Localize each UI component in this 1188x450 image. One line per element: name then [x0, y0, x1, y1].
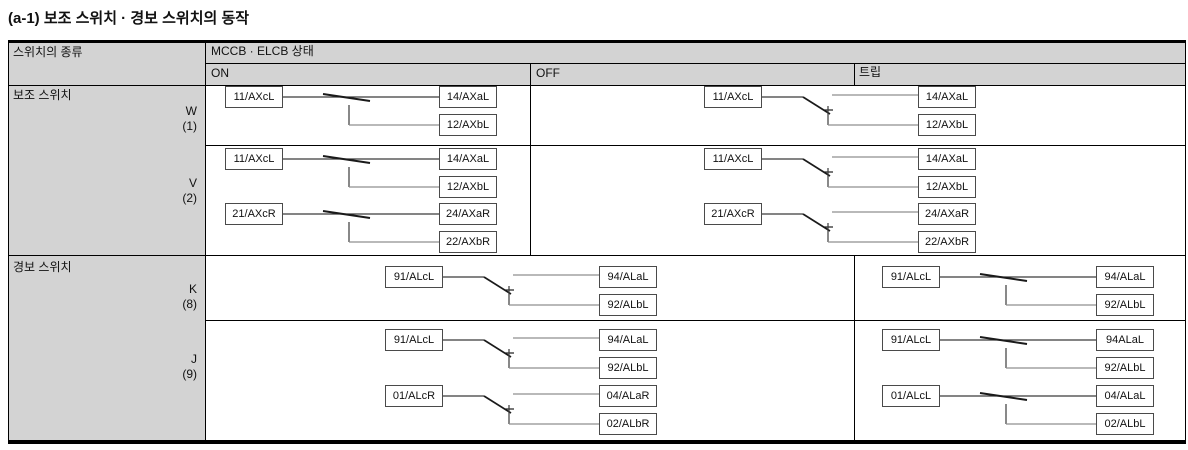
row-label-v: V — [188, 176, 197, 190]
contact-box-common: 11/AXcL — [225, 86, 283, 108]
grid-line — [8, 255, 1186, 256]
contact-box-b-contact: 22/AXbR — [918, 231, 976, 253]
contact-box-b-contact: 92/ALbL — [599, 294, 657, 316]
contact-box-b-contact: 12/AXbL — [918, 114, 976, 136]
contact-box-common: 11/AXcL — [704, 148, 762, 170]
contact-box-a-contact: 04/ALaL — [1096, 385, 1154, 407]
state-header-on: ON — [211, 66, 229, 80]
grid-line — [8, 85, 1186, 86]
row-label-w: W — [185, 104, 197, 118]
contact-box-a-contact: 04/ALaR — [599, 385, 657, 407]
header-background — [8, 40, 1186, 85]
contact-box-common: 91/ALcL — [385, 329, 443, 351]
contact-box-a-contact: 24/AXaR — [918, 203, 976, 225]
contact-box-a-contact: 94/ALaL — [599, 266, 657, 288]
contact-box-common: 01/ALcR — [385, 385, 443, 407]
row-sub-k: (8) — [182, 297, 197, 311]
row-sub-j: (9) — [182, 367, 197, 381]
grid-line — [205, 145, 1186, 146]
contact-box-common: 91/ALcL — [882, 266, 940, 288]
contact-box-common: 21/AXcR — [225, 203, 283, 225]
contact-box-a-contact: 14/AXaL — [439, 86, 497, 108]
grid-line — [205, 63, 1186, 64]
contact-box-a-contact: 14/AXaL — [918, 86, 976, 108]
row-label-j: J — [191, 352, 197, 366]
table-top-border — [8, 40, 1186, 43]
contact-box-common: 11/AXcL — [704, 86, 762, 108]
status-header: MCCB · ELCB 상태 — [211, 44, 314, 58]
contact-box-b-contact: 02/ALbR — [599, 413, 657, 435]
contact-box-b-contact: 22/AXbR — [439, 231, 497, 253]
contact-box-a-contact: 14/AXaL — [918, 148, 976, 170]
page-title: (a-1) 보조 스위치 · 경보 스위치의 동작 — [8, 10, 250, 27]
contact-box-b-contact: 02/ALbL — [1096, 413, 1154, 435]
contact-box-a-contact: 94ALaL — [1096, 329, 1154, 351]
grid-line — [854, 63, 855, 85]
section-label-alarm-switch: 경보 스위치 — [13, 260, 72, 274]
contact-box-common: 21/AXcR — [704, 203, 762, 225]
section-label-auxiliary-switch: 보조 스위치 — [13, 88, 72, 102]
contact-box-b-contact: 12/AXbL — [439, 176, 497, 198]
grid-line — [854, 255, 855, 440]
state-header-off: OFF — [536, 66, 560, 80]
contact-box-a-contact: 14/AXaL — [439, 148, 497, 170]
left-column-background — [8, 85, 205, 440]
row-sub-w: (1) — [182, 119, 197, 133]
table-right-border — [1185, 40, 1186, 440]
contact-box-common: 91/ALcL — [882, 329, 940, 351]
contact-box-common: 01/ALcL — [882, 385, 940, 407]
contact-box-a-contact: 24/AXaR — [439, 203, 497, 225]
state-header-trip: 트립 — [859, 65, 882, 79]
table-bottom-border — [8, 440, 1186, 444]
row-sub-v: (2) — [182, 191, 197, 205]
grid-line — [205, 40, 206, 440]
contact-box-a-contact: 94/ALaL — [599, 329, 657, 351]
grid-line — [530, 63, 531, 255]
table-left-border — [8, 40, 9, 440]
row-label-k: K — [188, 282, 197, 296]
contact-box-b-contact: 92/ALbL — [1096, 357, 1154, 379]
contact-box-b-contact: 92/ALbL — [599, 357, 657, 379]
grid-line — [205, 320, 1186, 321]
contact-box-a-contact: 94/ALaL — [1096, 266, 1154, 288]
type-column-header: 스위치의 종류 — [13, 45, 83, 59]
contact-box-b-contact: 12/AXbL — [918, 176, 976, 198]
contact-box-b-contact: 92/ALbL — [1096, 294, 1154, 316]
contact-box-b-contact: 12/AXbL — [439, 114, 497, 136]
contact-box-common: 11/AXcL — [225, 148, 283, 170]
contact-box-common: 91/ALcL — [385, 266, 443, 288]
